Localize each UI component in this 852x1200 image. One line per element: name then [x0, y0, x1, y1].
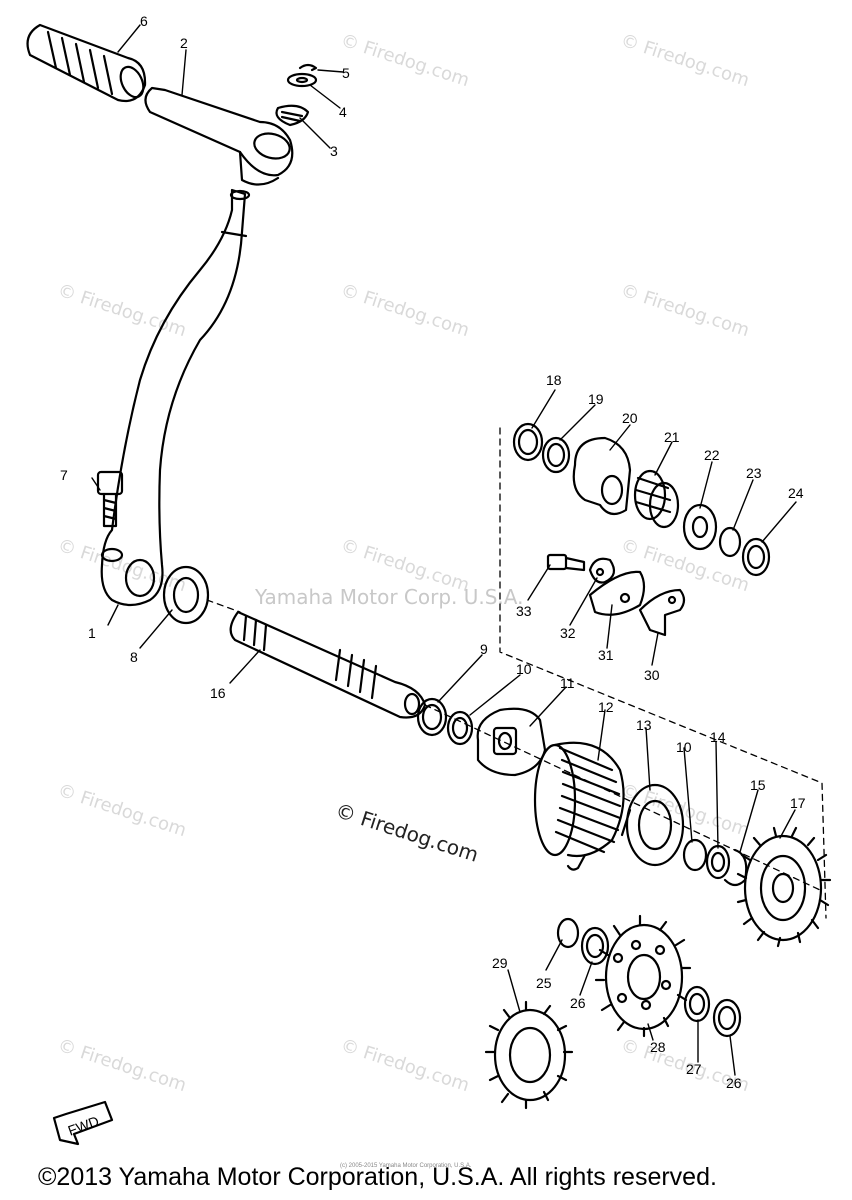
part-18-circlip [512, 422, 544, 462]
part-label: 27 [686, 1061, 702, 1077]
part-26-washer-a [580, 926, 610, 966]
part-1-kick-lever [100, 188, 251, 607]
part-label: 23 [746, 465, 762, 481]
part-8-oil-seal [162, 565, 210, 625]
part-7-bolt [96, 470, 124, 528]
part-33-bolt [546, 553, 586, 572]
part-32-clip [588, 557, 616, 584]
part-label: 14 [710, 729, 726, 745]
part-label: 7 [60, 467, 68, 483]
part-label: 9 [480, 641, 488, 657]
part-label: 2 [180, 35, 188, 51]
part-21-spring [633, 469, 680, 529]
part-label: 24 [788, 485, 804, 501]
part-4-washer [286, 72, 318, 88]
part-label: 25 [536, 975, 552, 991]
part-label: 21 [664, 429, 680, 445]
part-label: 26 [570, 995, 586, 1011]
part-label: 22 [704, 447, 720, 463]
part-31-plate [588, 570, 646, 616]
part-label: 13 [636, 717, 652, 733]
part-29-gear [484, 1000, 574, 1110]
part-10-circlip-b [682, 838, 708, 872]
part-2-kick-crank [144, 86, 294, 186]
part-12-torsion-spring [533, 741, 625, 871]
part-label: 20 [622, 410, 638, 426]
part-27-circlip [683, 985, 711, 1023]
part-label: 10 [676, 739, 692, 755]
part-24-washer [741, 537, 771, 577]
part-label: 15 [750, 777, 766, 793]
part-6-kick-grip [26, 23, 147, 103]
part-label: 6 [140, 13, 148, 29]
center-watermark: Yamaha Motor Corp. U.S.A. [255, 585, 524, 609]
part-label: 11 [560, 675, 575, 691]
part-19-washer [541, 436, 571, 474]
part-label: 32 [560, 625, 576, 641]
part-16-kick-axle [229, 610, 427, 719]
part-20-kick-clip [572, 436, 632, 516]
part-label: 31 [598, 647, 614, 663]
footer-copyright: ©2013 Yamaha Motor Corporation, U.S.A. A… [38, 1163, 717, 1191]
part-5-clip [298, 63, 318, 72]
part-30-stopper [638, 588, 686, 637]
part-23-circlip [718, 526, 742, 558]
part-label: 16 [210, 685, 226, 701]
part-11-kick-ratchet [476, 707, 547, 777]
part-label: 1 [88, 625, 96, 641]
part-17-kick-gear [736, 826, 832, 948]
part-label: 5 [342, 65, 350, 81]
part-label: 8 [130, 649, 138, 665]
fwd-label: FWD [66, 1113, 101, 1139]
part-22-washer [682, 503, 718, 551]
part-25-circlip [556, 917, 580, 949]
part-label: 4 [339, 104, 347, 120]
part-label: 28 [650, 1039, 666, 1055]
part-28-idle-gear [594, 914, 692, 1038]
small-copyright: (c) 2005-2015 Yamaha Motor Corporation, … [340, 1163, 472, 1169]
part-14-washer [705, 844, 731, 880]
part-label: 12 [598, 699, 614, 715]
fwd-arrow-icon [52, 1100, 114, 1146]
part-label: 10 [516, 661, 532, 677]
part-26-washer-b [712, 998, 742, 1038]
part-label: 18 [546, 372, 562, 388]
part-label: 30 [644, 667, 660, 683]
part-label: 33 [516, 603, 532, 619]
part-label: 3 [330, 143, 338, 159]
part-label: 19 [588, 391, 604, 407]
part-label: 17 [790, 795, 806, 811]
part-9-circlip [416, 697, 448, 737]
part-label: 26 [726, 1075, 742, 1091]
part-10-washer [446, 710, 474, 746]
part-label: 29 [492, 955, 508, 971]
part-13-spring-guide [620, 783, 685, 867]
